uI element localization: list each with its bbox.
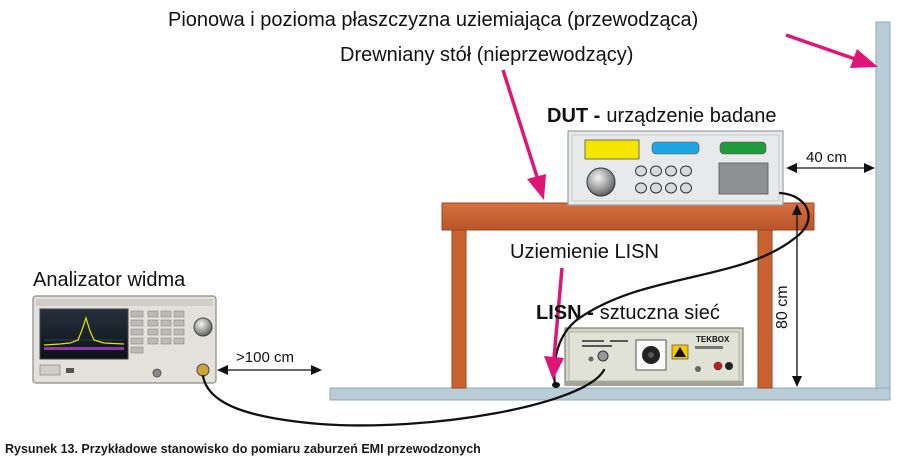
wooden-table <box>441 202 815 389</box>
dut-to-lisn-cable <box>553 191 810 387</box>
table-label: Drewniany stół (nieprzewodzący) <box>340 44 633 66</box>
lisn-connector <box>597 350 609 362</box>
dut-grey-panel <box>718 162 769 195</box>
lisn-ground-point <box>552 382 560 388</box>
distance-analyzer-label: >100 cm <box>236 349 294 366</box>
table-top <box>441 202 815 231</box>
arrow-to-table <box>501 69 540 181</box>
lisn-ground-label: Uziemienie LISN <box>510 241 659 263</box>
ground-plane <box>329 21 891 401</box>
arrow-to-ground-plane <box>785 33 859 62</box>
lisn-to-analyzer-cable <box>201 368 606 427</box>
dut-yellow-display <box>584 139 640 160</box>
dut-buttons <box>635 165 692 194</box>
dut-device <box>567 130 784 206</box>
ground-plane-label: Pionowa i pozioma płaszczyzna uziemiając… <box>168 9 698 31</box>
dut-green-display <box>719 141 767 155</box>
horizontal-ground-plane <box>329 387 891 401</box>
dimension-arrows <box>217 163 875 387</box>
dut-knob <box>586 167 616 197</box>
dut-label: DUT -urządzenie badane <box>547 105 776 127</box>
dut-blue-display <box>651 141 700 155</box>
lisn-brand-label: TEKBOX <box>696 335 730 344</box>
table-leg-right <box>757 229 773 389</box>
analyzer-knob <box>193 317 213 337</box>
analyzer-label: Analizator widma <box>33 269 186 291</box>
distance-wall-label: 40 cm <box>806 149 847 166</box>
analyzer-screen <box>39 308 129 360</box>
callout-arrows <box>501 33 878 380</box>
analyzer-rf-input <box>196 363 210 377</box>
vertical-ground-plane <box>875 21 891 401</box>
table-leg-left <box>451 229 467 389</box>
figure-caption: Rysunek 13. Przykładowe stanowisko do po… <box>5 442 481 456</box>
arrow-to-lisn-ground <box>552 267 564 359</box>
lisn-device: TEKBOX <box>564 327 744 386</box>
analyzer-trace <box>43 316 125 346</box>
height-label: 80 cm <box>774 285 791 329</box>
lisn-label: LISN -sztuczna sieć <box>536 302 720 324</box>
cables <box>201 191 810 427</box>
spectrum-analyzer <box>32 295 217 384</box>
